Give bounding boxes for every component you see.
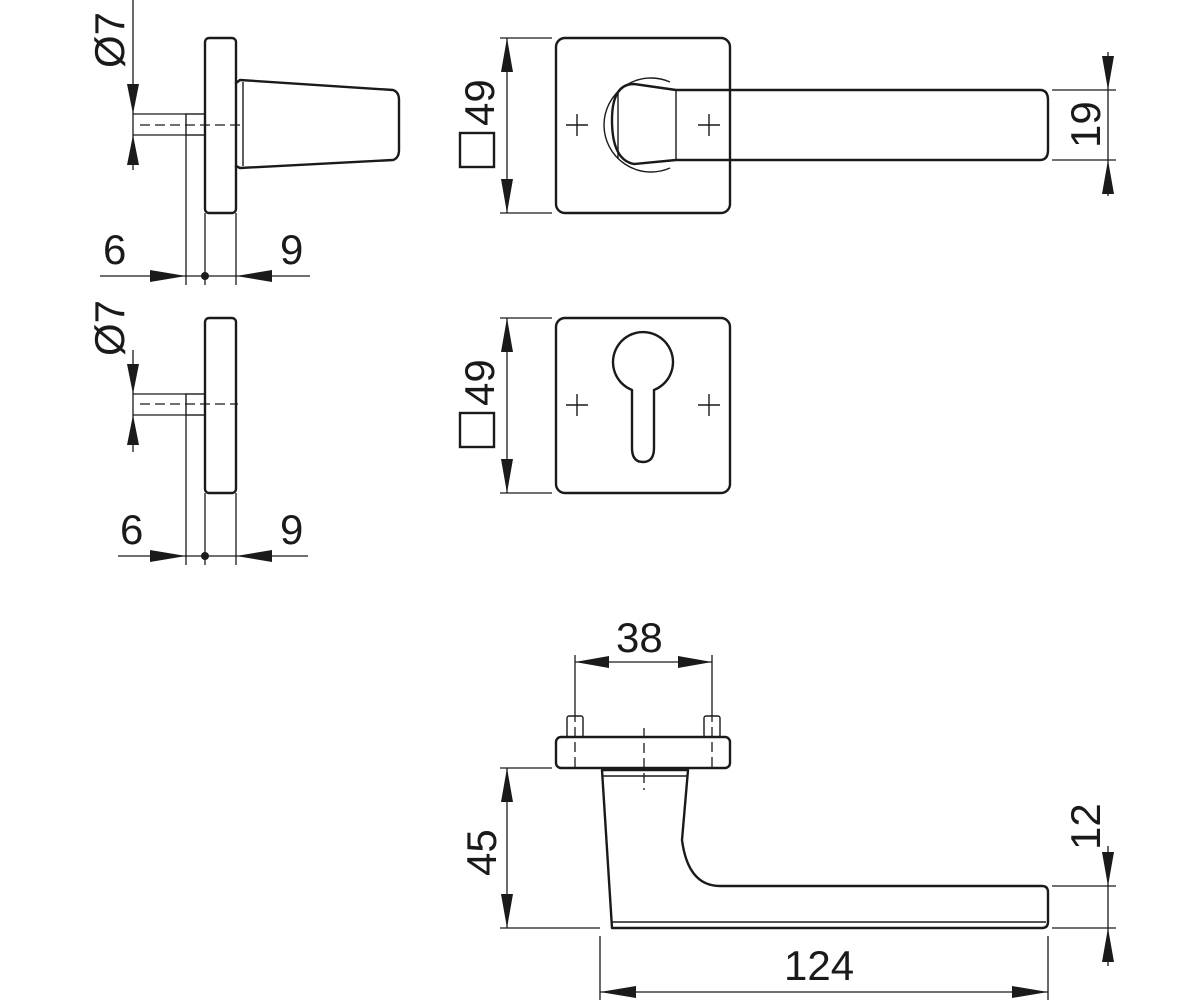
lever-end-height-label: 12 (1062, 803, 1109, 850)
lever-neck-side (234, 78, 401, 170)
rose-square-label-bottom: 49 (456, 359, 503, 406)
square-symbol-top (458, 131, 496, 169)
rose-square-label-top: 49 (456, 79, 503, 126)
fixing-spacing-label: 38 (616, 614, 663, 661)
lever-length-label: 124 (784, 942, 854, 989)
front-view-escutcheon (554, 316, 732, 495)
lever-boss-circle (603, 77, 671, 173)
offset-right-label-top: 9 (280, 226, 303, 273)
pin-diameter-dimension-bottom: Ø7 (86, 300, 186, 452)
lever-grip-height-label: 19 (1062, 101, 1109, 148)
cylinder-keyhole (611, 330, 675, 464)
rose-square-dimension-bottom: 49 (456, 317, 552, 494)
rose-plate-top (554, 735, 732, 770)
projection-dimension: 45 (458, 767, 600, 929)
projection-label: 45 (458, 829, 505, 876)
side-view-lever-rose (140, 36, 401, 215)
rose-square-dimension-top: 49 (456, 37, 552, 214)
lever-length-dimension: 124 (599, 936, 1049, 1000)
square-rose-front (554, 36, 732, 215)
offset-dimension-top: 6 9 (100, 135, 310, 285)
pin-diameter-dimension-top: Ø7 (86, 0, 186, 170)
lever-arm-front (610, 82, 1050, 166)
top-view-lever (554, 712, 1050, 930)
offset-right-label-bottom: 9 (280, 506, 303, 553)
escutcheon-plate-side (203, 316, 238, 495)
fixing-spacing-dimension: 38 (574, 614, 713, 712)
lever-body-top (600, 768, 1050, 930)
pin-diameter-label-top: Ø7 (86, 12, 133, 68)
screw-mark-right-bottom (698, 394, 720, 416)
lever-grip-height-dimension: 19 (1052, 52, 1116, 196)
screw-mark-left-bottom (566, 394, 588, 416)
offset-left-label-top: 6 (103, 226, 126, 273)
offset-left-label-bottom: 6 (120, 506, 143, 553)
side-view-escutcheon (140, 316, 238, 495)
pin-diameter-label-bottom: Ø7 (86, 300, 133, 356)
screw-mark-right (698, 114, 720, 136)
lever-end-height-dimension: 12 (1052, 803, 1116, 966)
front-view-lever (554, 36, 1050, 215)
offset-dimension-bottom: 6 9 (118, 415, 308, 565)
square-escutcheon-front (554, 316, 732, 495)
square-symbol-bottom (458, 411, 496, 449)
screw-mark-left (566, 114, 588, 136)
